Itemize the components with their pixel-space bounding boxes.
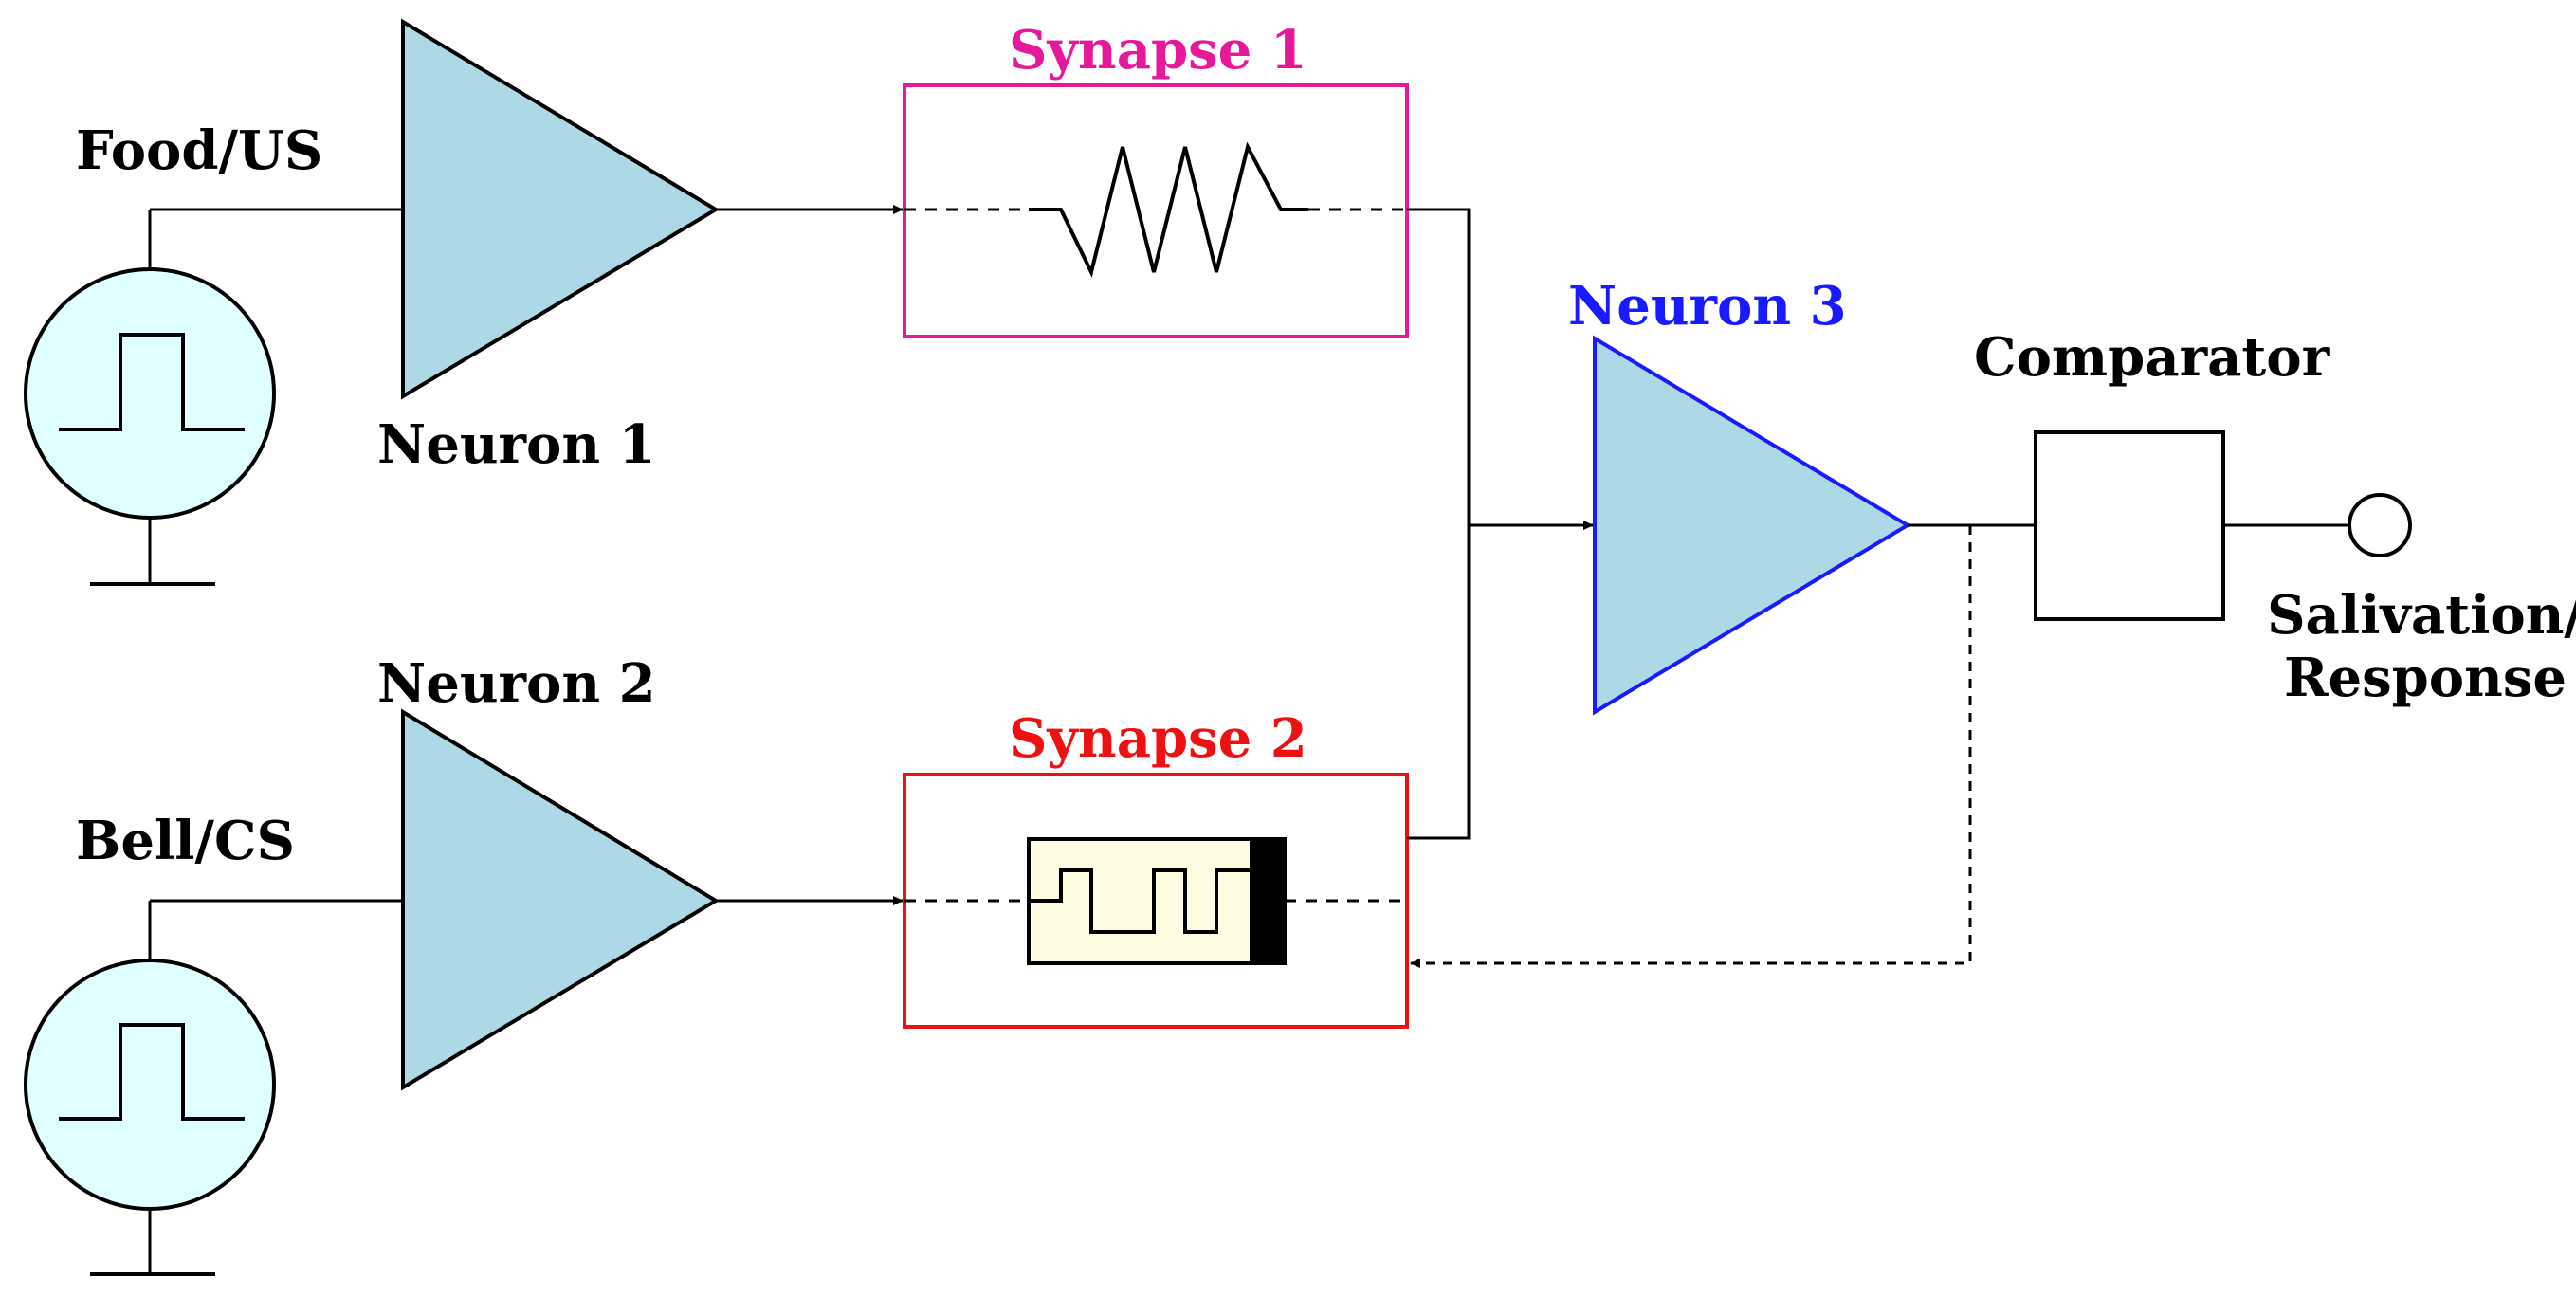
neuron-1-label: Neuron 1: [377, 413, 656, 476]
pulse-waveform: [59, 333, 245, 431]
wire-synapse1-to-bus: [1407, 208, 1471, 840]
comparator-box: [2034, 430, 2225, 621]
food-us-label: Food/US: [76, 119, 322, 182]
triangle-amplifier-icon: [1593, 335, 1911, 716]
neuron-2: [401, 708, 720, 1091]
synapse-1-label: Synapse 1: [1009, 19, 1307, 82]
pulse-source-icon: [24, 959, 276, 1211]
resistor-icon: [1029, 141, 1308, 278]
synapse-2: [903, 773, 1409, 1029]
output-terminal-icon: [2348, 493, 2412, 557]
triangle-amplifier-icon: [401, 708, 720, 1091]
neuron-1: [401, 18, 720, 400]
bell-cs-label: Bell/CS: [76, 810, 295, 872]
triangle-amplifier-icon: [401, 18, 720, 400]
feedback-wire: [1410, 525, 1972, 968]
synapse-1: [903, 83, 1409, 338]
bell-source: [24, 899, 403, 1276]
output-label-line1: Salivation/: [2267, 584, 2576, 647]
neuron-2-label: Neuron 2: [377, 652, 656, 715]
synapse-2-label: Synapse 2: [1009, 707, 1307, 770]
comparator-label: Comparator: [1974, 326, 2331, 389]
pulse-waveform: [59, 1023, 245, 1121]
pulse-source-icon: [24, 267, 276, 520]
output-label-line2: Response: [2284, 647, 2567, 709]
food-source: [24, 208, 403, 586]
neuron-3-label: Neuron 3: [1568, 275, 1847, 338]
memristor-icon: [1027, 837, 1287, 965]
neuron-3: [1593, 335, 1911, 716]
